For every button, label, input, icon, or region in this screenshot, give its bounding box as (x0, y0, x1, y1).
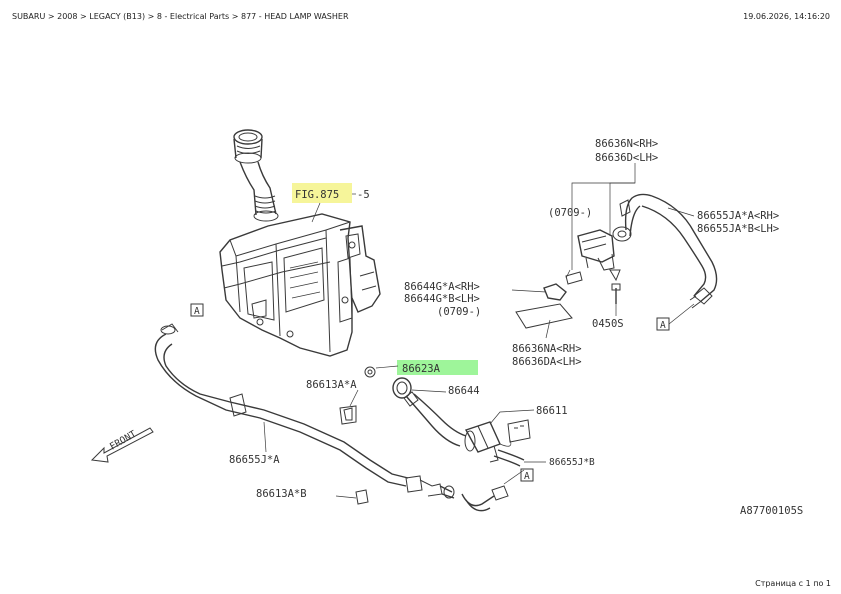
fig-reference-suffix: -5 (357, 189, 370, 201)
pump-and-hoses (90, 323, 546, 512)
front-direction-label: FRONT (108, 429, 139, 453)
part-label-86613a-a[interactable]: 86613A*A (306, 379, 357, 391)
part-label-0709-top: (0709-) (548, 207, 592, 219)
part-label-0450s[interactable]: 0450S (592, 318, 624, 330)
page-footer: Страница с 1 по 1 (755, 579, 831, 588)
washer-tank (219, 129, 381, 357)
part-label-86636na[interactable]: 86636NA<RH> (512, 343, 582, 355)
part-label-86655ja-b[interactable]: 86655JA*B<LH> (697, 223, 779, 235)
part-highlight-86623a (397, 360, 478, 375)
part-label-0709-mid: (0709-) (437, 306, 481, 318)
part-label-86613a-b[interactable]: 86613A*B (256, 488, 307, 500)
drawing-id: A87700105S (740, 505, 803, 517)
ref-marker-a-right[interactable]: A (656, 317, 670, 331)
svg-text:A: A (660, 320, 666, 331)
fig-reference-highlight (292, 183, 352, 203)
nozzle-assembly (511, 163, 718, 339)
svg-text:A: A (194, 306, 200, 317)
part-label-86644g-a[interactable]: 86644G*A<RH> (404, 281, 480, 293)
fig-reference-label[interactable]: FIG.875 (295, 189, 339, 201)
part-label-86655j-b[interactable]: 86655J*B (549, 457, 595, 468)
part-label-86655ja-a[interactable]: 86655JA*A<RH> (697, 210, 779, 222)
ref-marker-a-bottom[interactable]: A (520, 468, 534, 482)
svg-text:A: A (524, 471, 530, 482)
part-label-86636d[interactable]: 86636D<LH> (595, 152, 658, 164)
part-label-86655j-a[interactable]: 86655J*A (229, 454, 280, 466)
print-timestamp: 19.06.2026, 14:16:20 (743, 12, 830, 21)
part-label-86636n[interactable]: 86636N<RH> (595, 138, 658, 150)
part-label-86611[interactable]: 86611 (536, 405, 568, 417)
ref-marker-a-left[interactable]: A (190, 303, 204, 317)
part-label-86644g-b[interactable]: 86644G*B<LH> (404, 293, 480, 305)
part-label-86644[interactable]: 86644 (448, 385, 480, 397)
part-label-86623a[interactable]: 86623A (402, 363, 441, 375)
breadcrumb: SUBARU > 2008 > LEGACY (B13) > 8 - Elect… (12, 12, 349, 21)
part-label-86636da[interactable]: 86636DA<LH> (512, 356, 582, 368)
